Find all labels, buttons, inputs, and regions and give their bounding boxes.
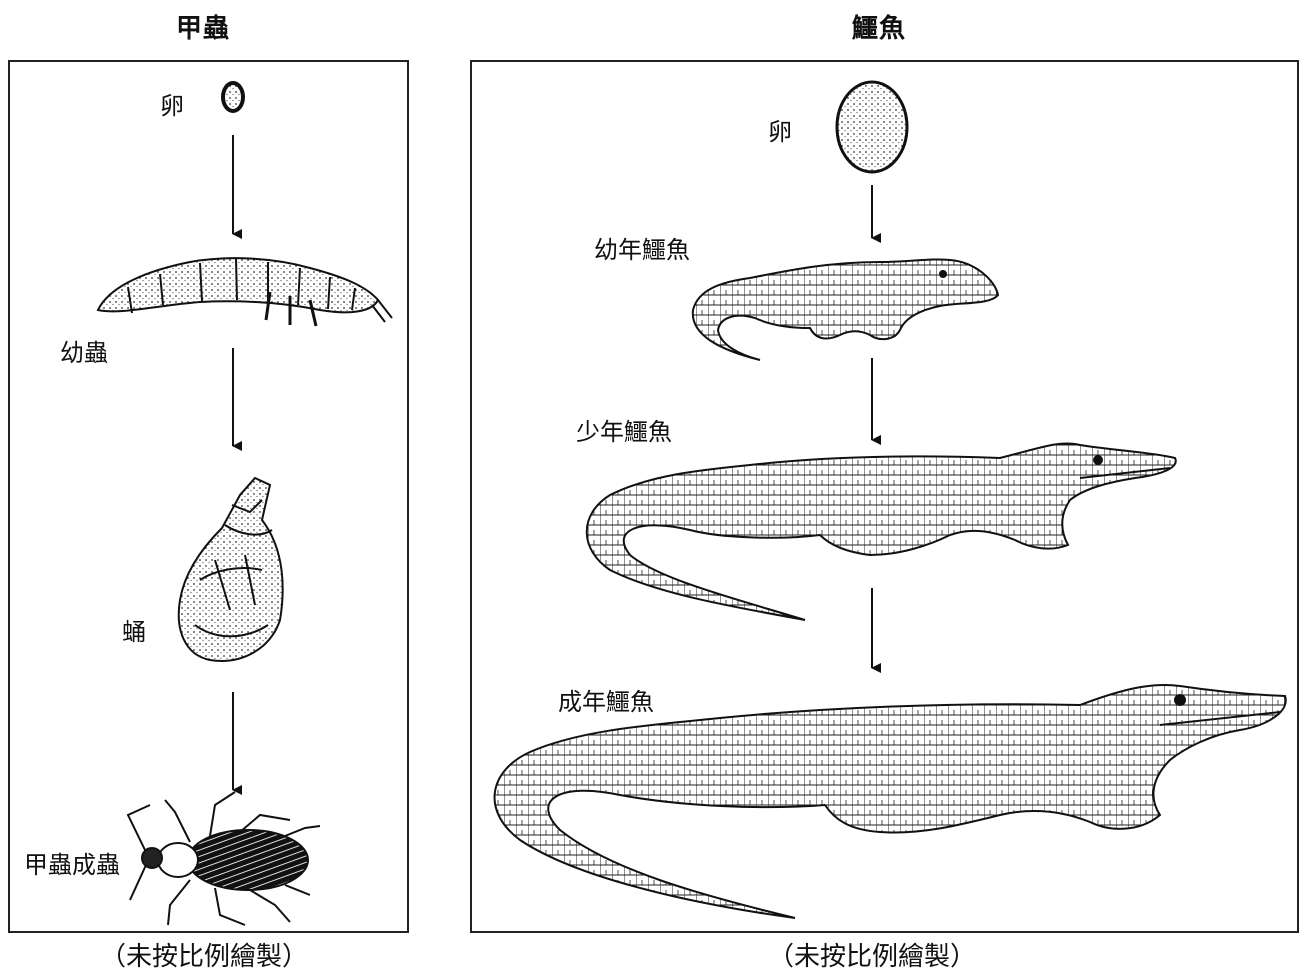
alligator-egg [837,82,907,172]
alligator-hatchling-label: 幼年鱷魚 [594,230,690,265]
beetle-egg [223,83,243,111]
alligator-juvenile [587,443,1176,620]
beetle-adult-label: 甲蟲成蟲 [24,845,120,880]
alligator-hatchling [693,259,998,360]
beetle-adult [128,792,320,925]
alligator-adult-label: 成年鱷魚 [558,682,654,717]
beetle-egg-label: 卵 [160,86,184,121]
alligator-scale-note: （未按比例繪製） [768,936,976,973]
beetle-pupa [179,478,283,661]
alligator-egg-label: 卵 [768,112,792,147]
alligator-juvenile-label: 少年鱷魚 [576,412,672,447]
alligator-adult [495,685,1286,918]
beetle-larva [98,258,392,326]
beetle-pupa-label: 蛹 [122,612,146,647]
beetle-larva-label: 幼蟲 [60,333,108,368]
beetle-scale-note: （未按比例繪製） [100,936,308,973]
